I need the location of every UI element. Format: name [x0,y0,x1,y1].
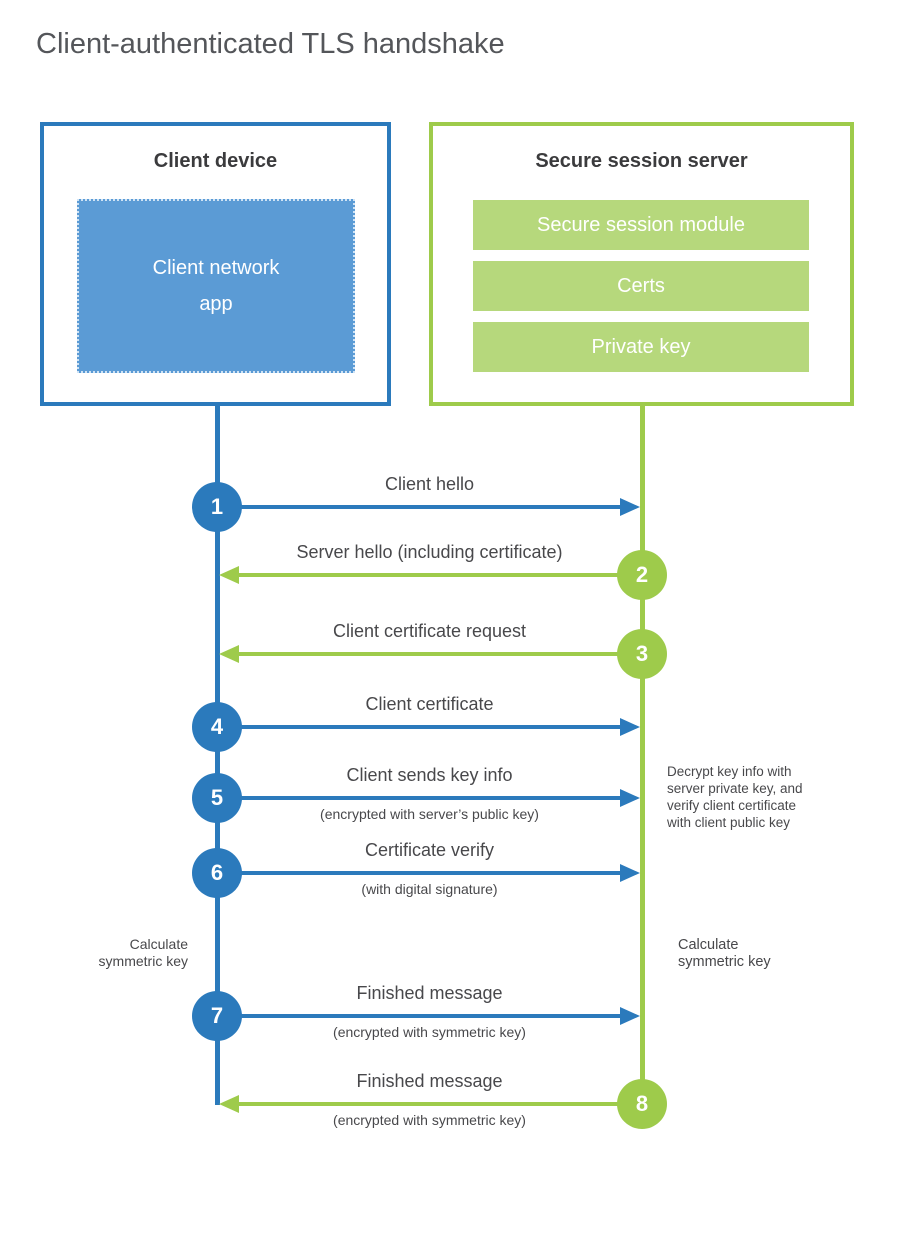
step-4-label: Client certificate [365,694,494,714]
step-7-arrow-right-icon [217,1007,640,1025]
step-8-sublabel: (encrypted with symmetric key) [333,1112,526,1128]
arrowhead-icon [620,1007,640,1025]
step-6-arrow-right-icon [217,864,640,882]
step-8-badge: 8 [617,1079,667,1129]
step-3-badge: 3 [617,629,667,679]
step-5-label: Client sends key info [346,765,513,785]
arrow-shaft [235,652,642,656]
client-lifeline [215,406,220,1105]
client-device-title: Client device [153,150,278,172]
step-5-arrow-right-icon [217,789,640,807]
server-module-secure-session: Secure session module [473,200,809,250]
page-title: Client-authenticated TLS handshake [36,28,505,60]
arrowhead-icon [219,566,239,584]
arrowhead-icon [620,789,640,807]
secure-session-server-title: Secure session server [535,150,748,172]
arrow-shaft [217,796,624,800]
server-decrypt-note: Decrypt key info with server private key… [667,764,803,830]
step-1-arrow-right-icon [217,498,640,516]
arrowhead-icon [219,1095,239,1113]
step-1-badge: 1 [192,482,242,532]
step-1-label: Client hello [384,474,475,494]
server-calculate-key-note: Calculate symmetric key [678,937,771,970]
server-lifeline [640,406,645,1104]
step-6-label: Certificate verify [364,840,495,860]
server-module-private-key: Private key [473,322,809,372]
client-calculate-key-note: Calculate symmetric key [98,936,188,969]
step-6-badge: 6 [192,848,242,898]
arrow-shaft [217,871,624,875]
step-5-sublabel: (encrypted with server’s public key) [320,806,539,822]
arrowhead-icon [620,864,640,882]
arrowhead-icon [620,718,640,736]
step-4-badge: 4 [192,702,242,752]
step-8-arrow-left-icon [219,1095,642,1113]
step-7-label: Finished message [356,983,503,1003]
step-2-badge: 2 [617,550,667,600]
step-2-arrow-left-icon [219,566,642,584]
step-7-badge: 7 [192,991,242,1041]
arrow-shaft [235,1102,642,1106]
arrowhead-icon [620,498,640,516]
client-network-app-box: Client network app [77,199,355,373]
arrow-shaft [217,1014,624,1018]
arrow-shaft [235,573,642,577]
server-module-certs: Certs [473,261,809,311]
step-7-sublabel: (encrypted with symmetric key) [333,1024,526,1040]
step-3-label: Client certificate request [332,621,527,641]
arrow-shaft [217,505,624,509]
arrow-shaft [217,725,624,729]
arrowhead-icon [219,645,239,663]
step-3-arrow-left-icon [219,645,642,663]
step-2-label: Server hello (including certificate) [296,542,563,562]
step-8-label: Finished message [356,1071,503,1091]
step-5-badge: 5 [192,773,242,823]
step-4-arrow-right-icon [217,718,640,736]
step-6-sublabel: (with digital signature) [361,881,498,897]
